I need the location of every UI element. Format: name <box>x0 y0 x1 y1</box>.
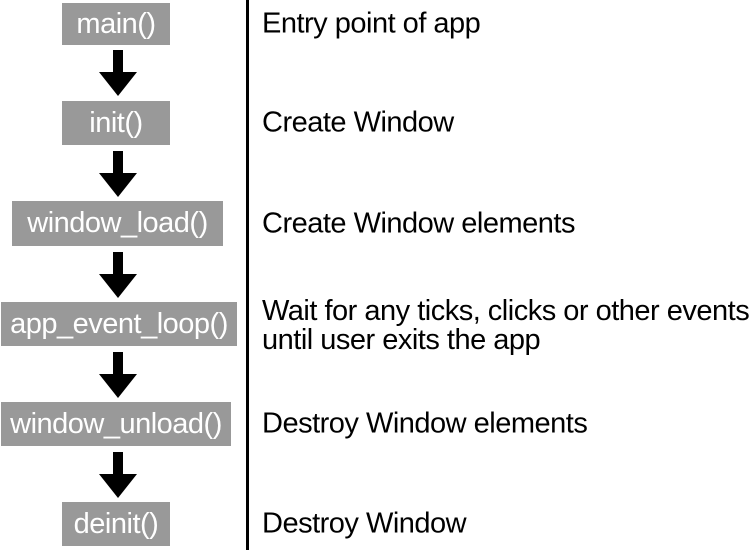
flow-box-label: app_event_loop() <box>10 307 228 340</box>
flow-box-label: window_unload() <box>10 407 222 440</box>
flow-box-label: init() <box>89 106 143 139</box>
step-description: Wait for any ticks, clicks or other even… <box>262 295 750 356</box>
flow-box-label: window_load() <box>27 207 208 239</box>
down-arrow-icon <box>99 452 137 498</box>
divider-line <box>246 0 249 550</box>
down-arrow-icon <box>99 151 137 197</box>
step-description: Entry point of app <box>262 7 481 40</box>
flow-box-app-event-loop: app_event_loop() <box>1 302 237 346</box>
down-arrow-icon <box>99 252 137 298</box>
flow-box-main: main() <box>62 3 170 45</box>
down-arrow-icon <box>99 50 137 96</box>
flow-box-window-unload: window_unload() <box>1 402 231 446</box>
flow-box-label: main() <box>76 7 156 40</box>
flow-box-window-load: window_load() <box>12 201 223 246</box>
down-arrow-icon <box>99 352 137 398</box>
step-description: Destroy Window <box>262 507 467 540</box>
step-description: Destroy Window elements <box>262 407 588 440</box>
flow-box-deinit: deinit() <box>62 502 170 546</box>
step-description: Create Window <box>262 106 454 139</box>
flow-box-label: deinit() <box>73 507 159 540</box>
flow-box-init: init() <box>62 101 170 145</box>
step-description: Create Window elements <box>262 207 575 240</box>
